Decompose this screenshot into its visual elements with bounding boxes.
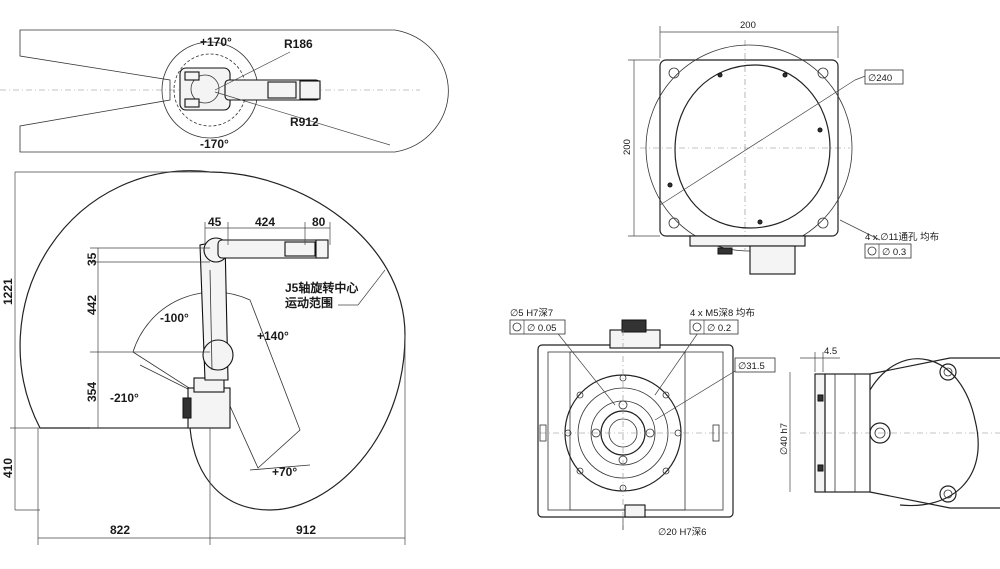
base-holes: 4 x ∅11通孔 均布 — [865, 231, 939, 243]
dim-seg-354: 354 — [85, 382, 99, 402]
angle-p140: +140° — [257, 329, 289, 343]
dim-top-424: 424 — [255, 215, 275, 229]
j5-label-line1: J5轴旋转中心 — [285, 280, 358, 295]
j5-label-line2: 运动范围 — [285, 295, 333, 310]
dim-height-total: 1221 — [1, 278, 15, 305]
base-view: ∅240 4 x ∅11通孔 均布 ∅ 0.3 200 200 — [622, 20, 939, 275]
flange-thread-tol: ∅ 0.2 — [707, 323, 731, 334]
flange-threads: 4 x M5深8 均布 — [690, 307, 755, 319]
flange-spigot: ∅40 h7 — [779, 423, 790, 455]
dim-height-base: 410 — [1, 458, 15, 478]
flange-side-view: 4.5 ∅40 h7 — [779, 346, 1000, 509]
side-view: 1221 410 35 442 354 45 424 80 822 912 -1… — [1, 170, 406, 545]
top-angle-pos: +170° — [200, 35, 232, 49]
dim-bottom-912: 912 — [296, 523, 316, 537]
dim-bottom-822: 822 — [110, 523, 130, 537]
dim-top-45: 45 — [208, 215, 222, 229]
side-robot — [182, 237, 329, 429]
flange-view: ∅5 H7深7 ∅ 0.05 4 x M5深8 均布 ∅ 0.2 ∅31.5 ∅… — [509, 307, 776, 538]
flange-pin-tol: ∅ 0.05 — [527, 323, 556, 334]
base-height: 200 — [622, 139, 633, 155]
flange-offset: 4.5 — [824, 346, 837, 357]
top-radius-inner: R186 — [284, 37, 313, 51]
angle-m100: -100° — [160, 311, 189, 325]
side-reach-envelope — [19, 170, 406, 511]
flange-pcd: ∅31.5 — [738, 361, 765, 372]
base-width: 200 — [740, 20, 756, 31]
top-reach-envelope — [19, 29, 449, 153]
top-view: +170° -170° R186 R912 — [0, 29, 449, 153]
flange-pin: ∅5 H7深7 — [510, 308, 553, 319]
top-radius-outer: R912 — [290, 115, 319, 129]
top-angle-neg: -170° — [200, 137, 229, 151]
dim-seg-442: 442 — [85, 295, 99, 315]
angle-p70: +70° — [272, 465, 297, 479]
dim-top-80: 80 — [312, 215, 326, 229]
dim-seg-35: 35 — [85, 252, 99, 266]
base-diameter: ∅240 — [868, 73, 892, 84]
flange-bore: ∅20 H7深6 — [658, 527, 706, 538]
angle-m210: -210° — [110, 391, 139, 405]
base-tol: ∅ 0.3 — [882, 247, 906, 258]
